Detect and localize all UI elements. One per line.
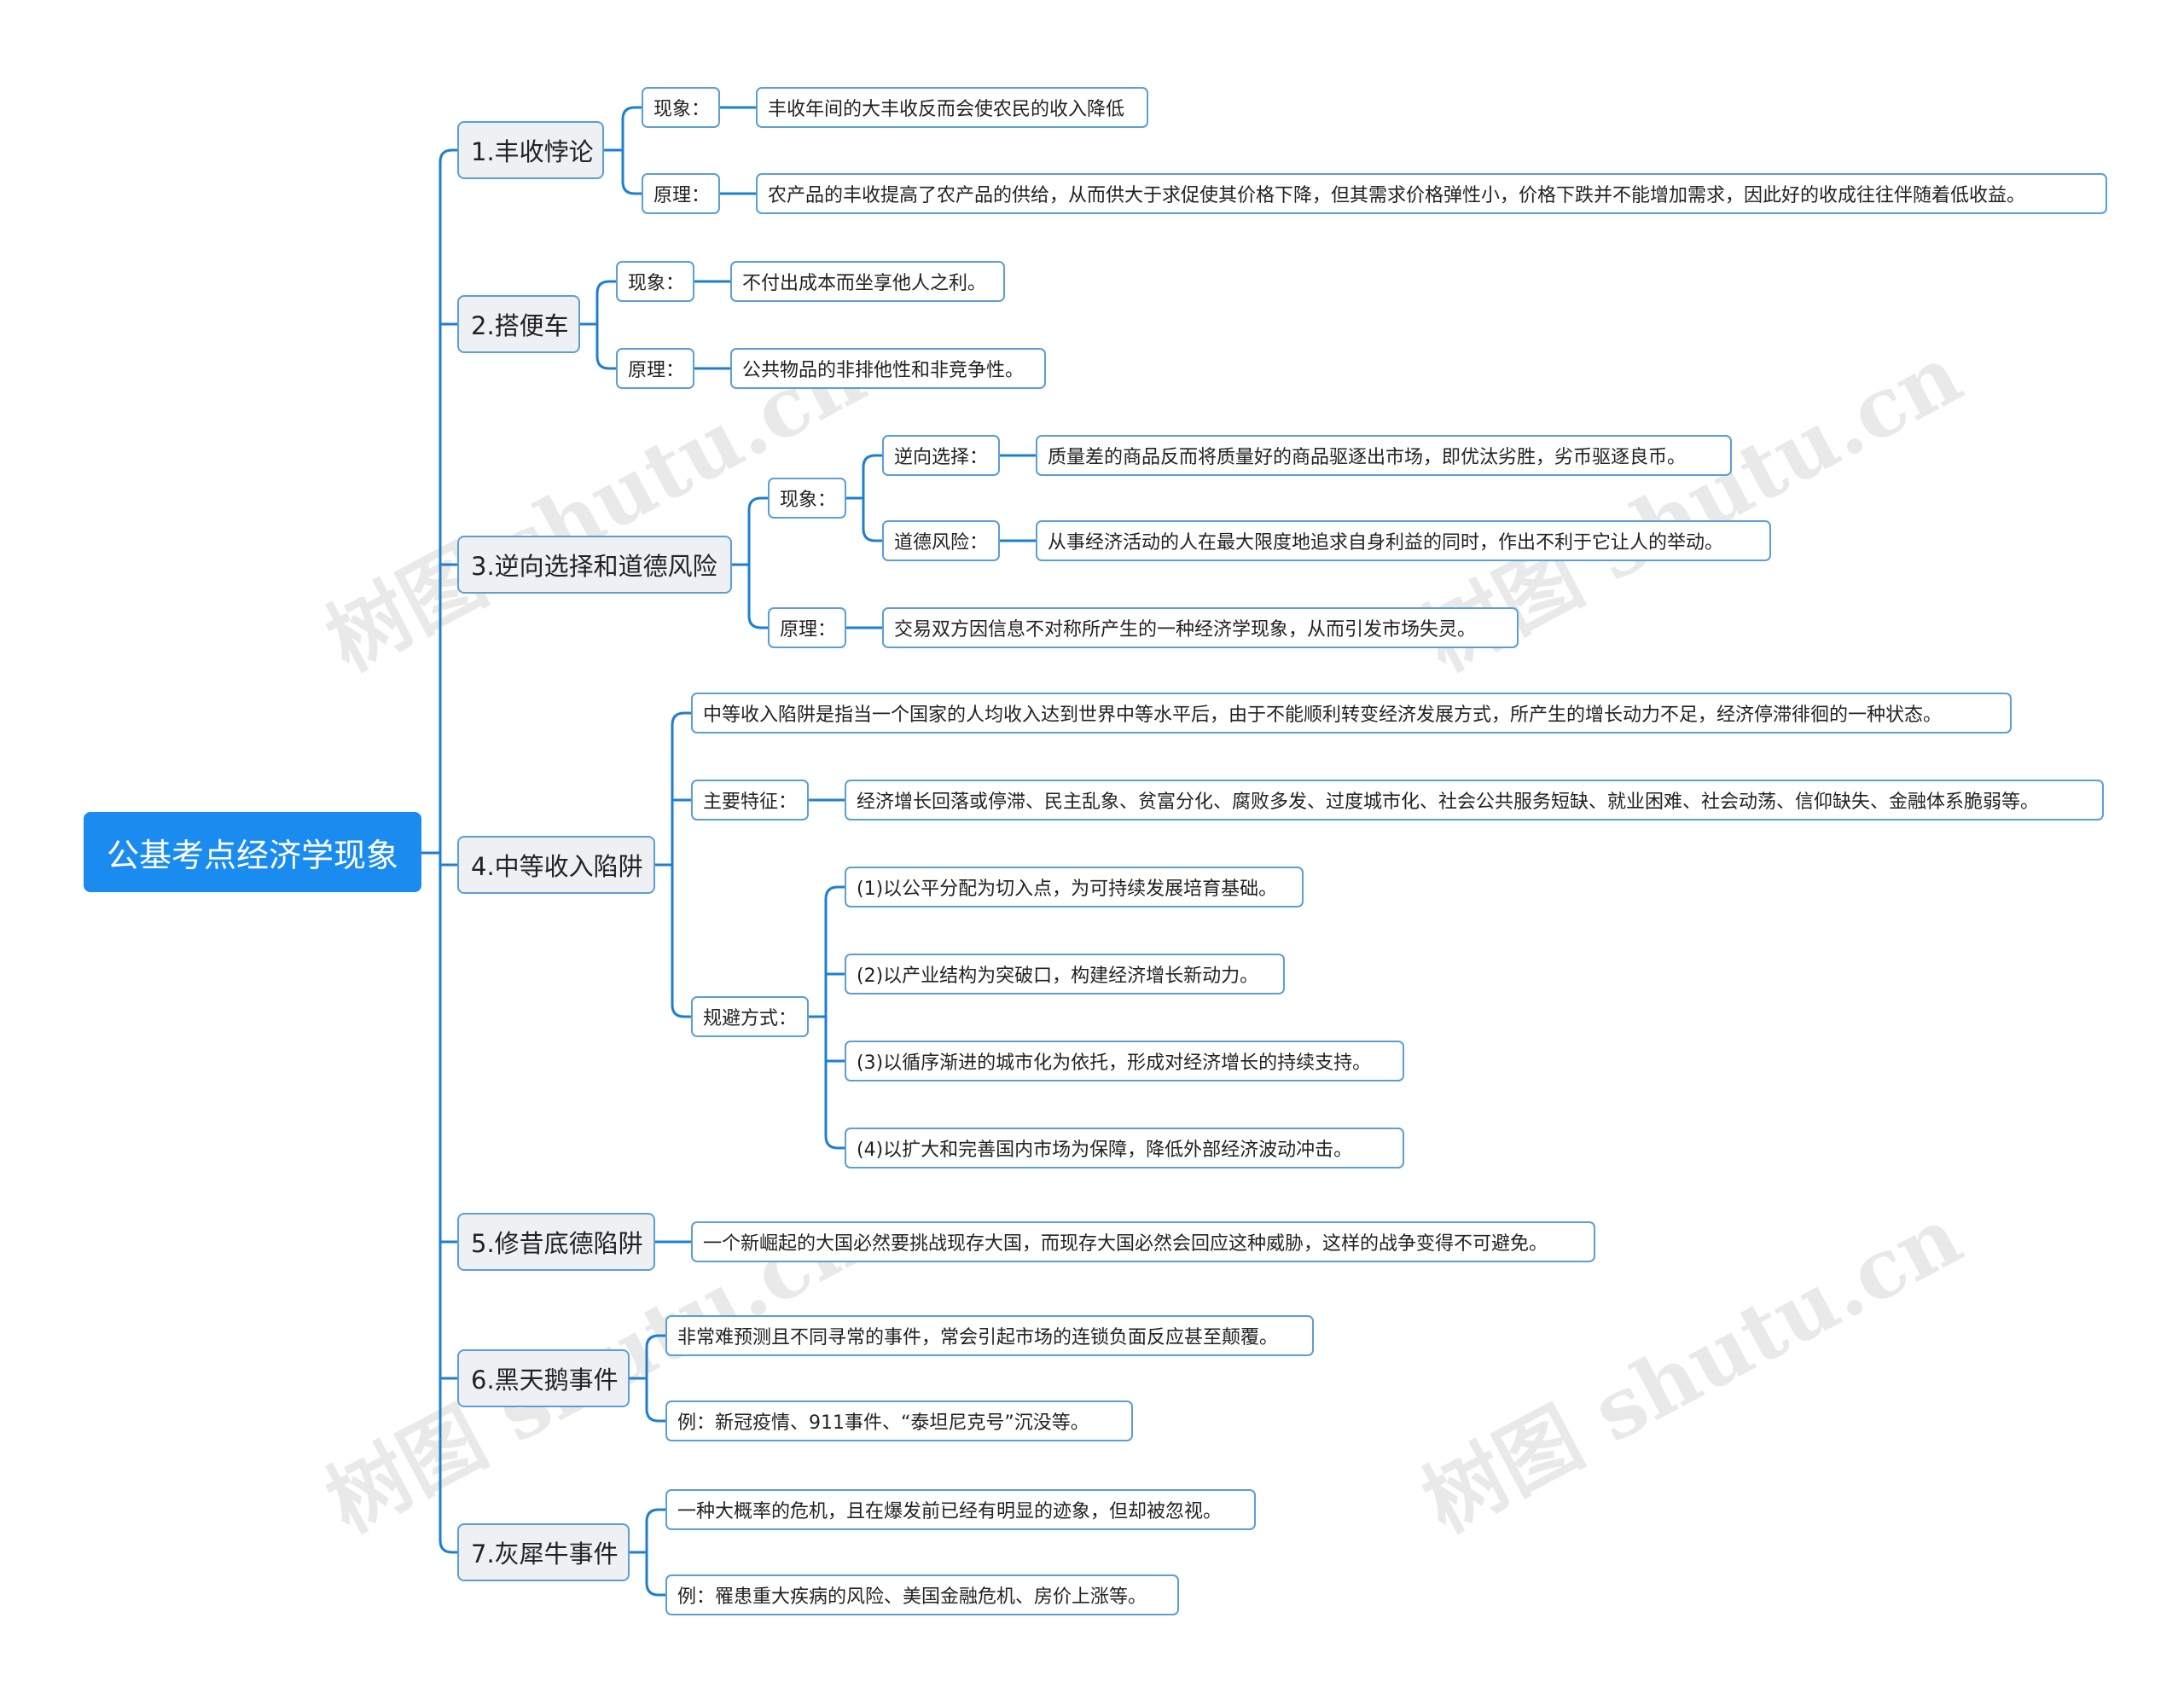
label-features[interactable]: 主要特征： (691, 780, 809, 821)
branch-gray-rhino[interactable]: 7.灰犀牛事件 (457, 1523, 630, 1581)
label-phenomenon[interactable]: 现象： (616, 261, 694, 302)
connector (645, 1552, 665, 1597)
label-phenomenon[interactable]: 现象： (768, 478, 846, 519)
label-adverse-selection[interactable]: 逆向选择： (882, 435, 1000, 476)
connector (824, 885, 845, 1017)
branch-thucydides-trap[interactable]: 5.修昔底德陷阱 (457, 1213, 655, 1271)
leaf-avoid-item[interactable]: (3)以循序渐进的城市化为依托，形成对经济增长的持续支持。 (845, 1041, 1404, 1081)
leaf-text[interactable]: 一种大概率的危机，且在爆发前已经有明显的迹象，但却被忽视。 (665, 1489, 1256, 1530)
connector (645, 1378, 665, 1423)
connector (824, 1017, 845, 1150)
leaf-text[interactable]: 一个新崛起的大国必然要挑战现存大国，而现存大国必然会回应这种威胁，这样的战争变得… (691, 1221, 1595, 1262)
connector (671, 865, 691, 1018)
branch-middle-income-trap[interactable]: 4.中等收入陷阱 (457, 836, 655, 894)
leaf-text[interactable]: 丰收年间的大丰收反而会使农民的收入降低 (756, 87, 1148, 128)
connector (439, 853, 457, 1554)
leaf-avoid-item[interactable]: (1)以公平分配为切入点，为可持续发展培育基础。 (845, 867, 1304, 907)
connector (862, 454, 882, 498)
connector (645, 1334, 665, 1378)
connector (439, 148, 457, 853)
leaf-avoid-item[interactable]: (2)以产业结构为突破口，构建经济增长新动力。 (845, 954, 1285, 994)
leaf-text[interactable]: 质量差的商品反而将质量好的商品驱逐出市场，即优汰劣胜，劣币驱逐良币。 (1036, 435, 1732, 476)
leaf-text[interactable]: 从事经济活动的人在最大限度地追求自身利益的同时，作出不利于它让人的举动。 (1036, 520, 1771, 561)
label-principle[interactable]: 原理： (768, 607, 846, 648)
branch-harvest-paradox[interactable]: 1.丰收悖论 (457, 121, 604, 179)
leaf-text[interactable]: 公共物品的非排他性和非竞争性。 (730, 348, 1046, 389)
branch-black-swan[interactable]: 6.黑天鹅事件 (457, 1349, 630, 1407)
connector (595, 324, 616, 370)
connector (595, 280, 616, 324)
leaf-text[interactable]: 例：罹患重大疾病的风险、美国金融危机、房价上涨等。 (665, 1574, 1179, 1615)
label-moral-hazard[interactable]: 道德风险： (882, 520, 1000, 561)
branch-adverse-selection[interactable]: 3.逆向选择和道德风险 (457, 536, 732, 594)
root-node[interactable]: 公基考点经济学现象 (84, 812, 421, 892)
connector (747, 565, 768, 629)
connector (862, 498, 882, 542)
leaf-avoid-item[interactable]: (4)以扩大和完善国内市场为保障，降低外部经济波动冲击。 (845, 1128, 1404, 1168)
leaf-text[interactable]: 非常难预测且不同寻常的事件，常会引起市场的连锁负面反应甚至颠覆。 (665, 1315, 1314, 1356)
label-principle[interactable]: 原理： (616, 348, 694, 389)
leaf-text[interactable]: 农产品的丰收提高了农产品的供给，从而供大于求促使其价格下降，但其需求价格弹性小，… (756, 173, 2107, 214)
connector (621, 150, 642, 195)
connector (747, 496, 768, 565)
leaf-definition[interactable]: 中等收入陷阱是指当一个国家的人均收入达到世界中等水平后，由于不能顺利转变经济发展… (691, 693, 2012, 734)
leaf-features[interactable]: 经济增长回落或停滞、民主乱象、贫富分化、腐败多发、过度城市化、社会公共服务短缺、… (845, 780, 2104, 821)
label-avoid[interactable]: 规避方式： (691, 996, 809, 1037)
connector (671, 711, 691, 865)
label-phenomenon[interactable]: 现象： (642, 87, 720, 128)
label-principle[interactable]: 原理： (642, 173, 720, 214)
leaf-text[interactable]: 不付出成本而坐享他人之利。 (730, 261, 1005, 302)
branch-free-rider[interactable]: 2.搭便车 (457, 295, 580, 353)
connector (621, 106, 642, 150)
leaf-text[interactable]: 例：新冠疫情、911事件、“泰坦尼克号”沉没等。 (665, 1400, 1133, 1441)
connector (645, 1508, 665, 1552)
leaf-text[interactable]: 交易双方因信息不对称所产生的一种经济学现象，从而引发市场失灵。 (882, 607, 1519, 648)
